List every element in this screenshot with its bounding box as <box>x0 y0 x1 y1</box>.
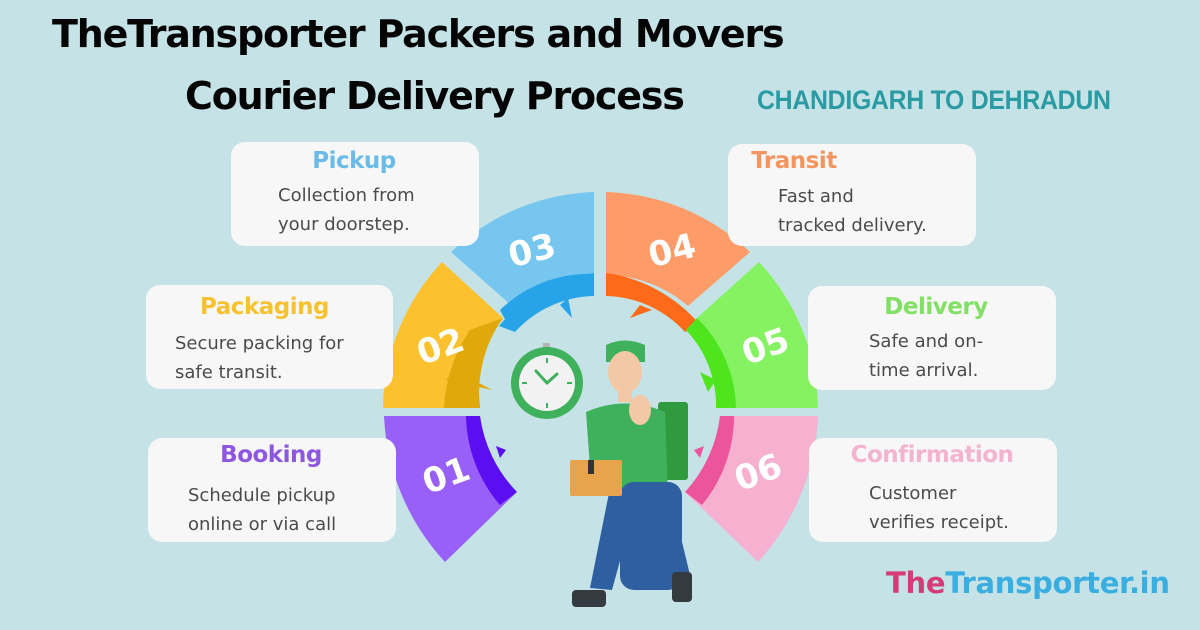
step-title-packaging: Packaging <box>200 294 329 320</box>
step-card-packaging: Packaging Secure packing for safe transi… <box>146 285 393 389</box>
logo-part-transporter: Transporter.in <box>945 566 1170 600</box>
step-desc-transit: Fast and tracked delivery. <box>778 186 927 236</box>
step-desc-delivery: Safe and on- time arrival. <box>869 331 984 381</box>
step-desc-packaging: Secure packing for safe transit. <box>175 333 344 383</box>
step-title-booking: Booking <box>220 442 322 468</box>
main-title-line1: TheTransporter Packers and Movers <box>52 12 785 56</box>
step-card-booking: Booking Schedule pickup online or via ca… <box>148 438 396 542</box>
logo-part-the: The <box>886 566 946 600</box>
step-title-delivery: Delivery <box>884 294 988 320</box>
segment-05: 05 <box>686 262 818 408</box>
delivery-person-illustration <box>570 340 692 607</box>
segment-06: 06 <box>685 416 818 562</box>
step-desc-booking: Schedule pickup online or via call <box>188 485 337 535</box>
site-logo: TheTransporter.in <box>886 566 1170 600</box>
step-card-pickup: Pickup Collection from your doorstep. <box>231 142 479 246</box>
step-desc-confirmation: Customer verifies receipt. <box>869 483 1009 533</box>
segment-04: 04 <box>606 192 750 332</box>
stopwatch-icon <box>511 343 583 419</box>
route-subtitle: CHANDIGARH TO DEHRADUN <box>757 85 1111 115</box>
segment-01: 01 <box>384 416 517 562</box>
step-desc-pickup: Collection from your doorstep. <box>278 185 415 235</box>
segment-03: 03 <box>451 192 594 332</box>
step-card-confirmation: Confirmation Customer verifies receipt. <box>809 438 1057 542</box>
step-title-transit: Transit <box>751 148 837 174</box>
segment-02: 02 <box>383 262 503 408</box>
main-title-line2: Courier Delivery Process <box>185 74 685 118</box>
step-card-transit: Transit Fast and tracked delivery. <box>728 144 976 246</box>
step-title-pickup: Pickup <box>312 148 396 174</box>
step-title-confirmation: Confirmation <box>850 442 1014 468</box>
step-card-delivery: Delivery Safe and on- time arrival. <box>808 286 1056 390</box>
